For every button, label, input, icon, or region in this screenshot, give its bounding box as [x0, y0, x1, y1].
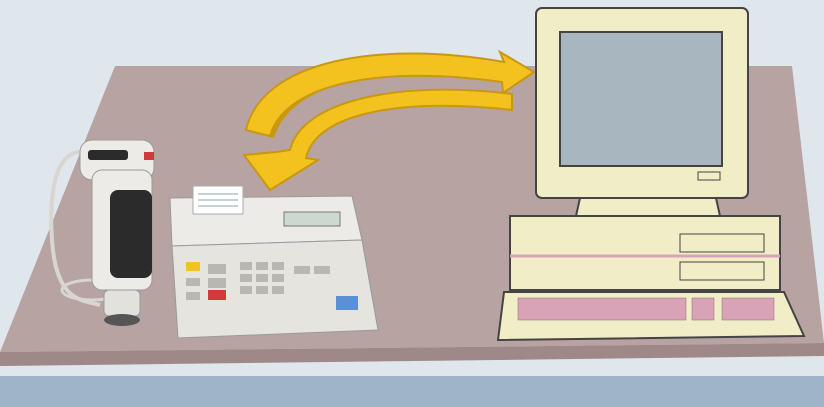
yellow-key	[186, 262, 200, 271]
meter-foot	[104, 290, 140, 316]
data-processor	[170, 186, 378, 338]
meter-grip	[110, 190, 152, 278]
display-window	[284, 212, 340, 226]
keyboard-keys	[518, 298, 774, 320]
blue-key	[336, 296, 358, 310]
drive-bay-1	[680, 234, 764, 252]
table-shadow	[0, 376, 824, 407]
drive-bay-2	[680, 262, 764, 280]
meter-aperture	[104, 314, 140, 326]
monitor-button	[698, 172, 720, 180]
meter-label	[88, 150, 128, 160]
red-key	[208, 290, 226, 300]
red-button	[144, 152, 154, 160]
monitor-stand	[576, 198, 720, 216]
monitor-screen	[560, 32, 722, 166]
